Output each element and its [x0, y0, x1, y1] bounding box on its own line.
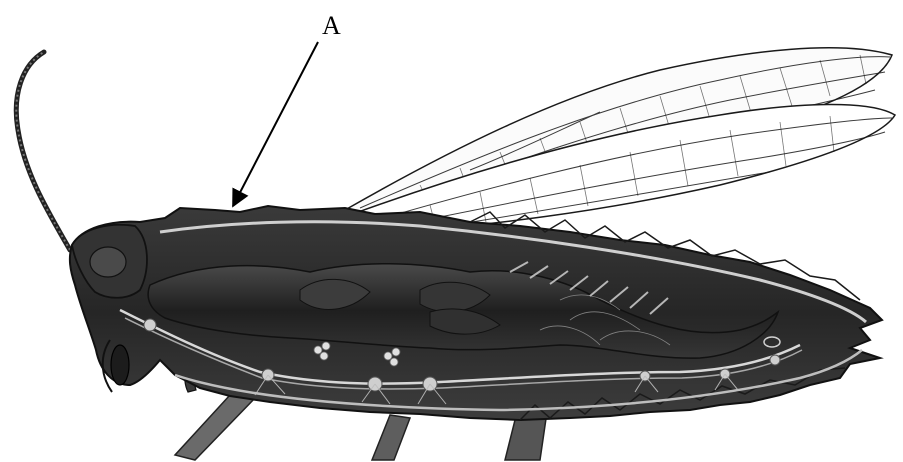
compound-eye: [90, 247, 126, 277]
mouthparts: [111, 345, 129, 385]
callout-arrow: [233, 42, 318, 206]
label-a: A: [322, 11, 341, 40]
callout-a: A: [233, 11, 341, 206]
antenna: [16, 52, 70, 250]
